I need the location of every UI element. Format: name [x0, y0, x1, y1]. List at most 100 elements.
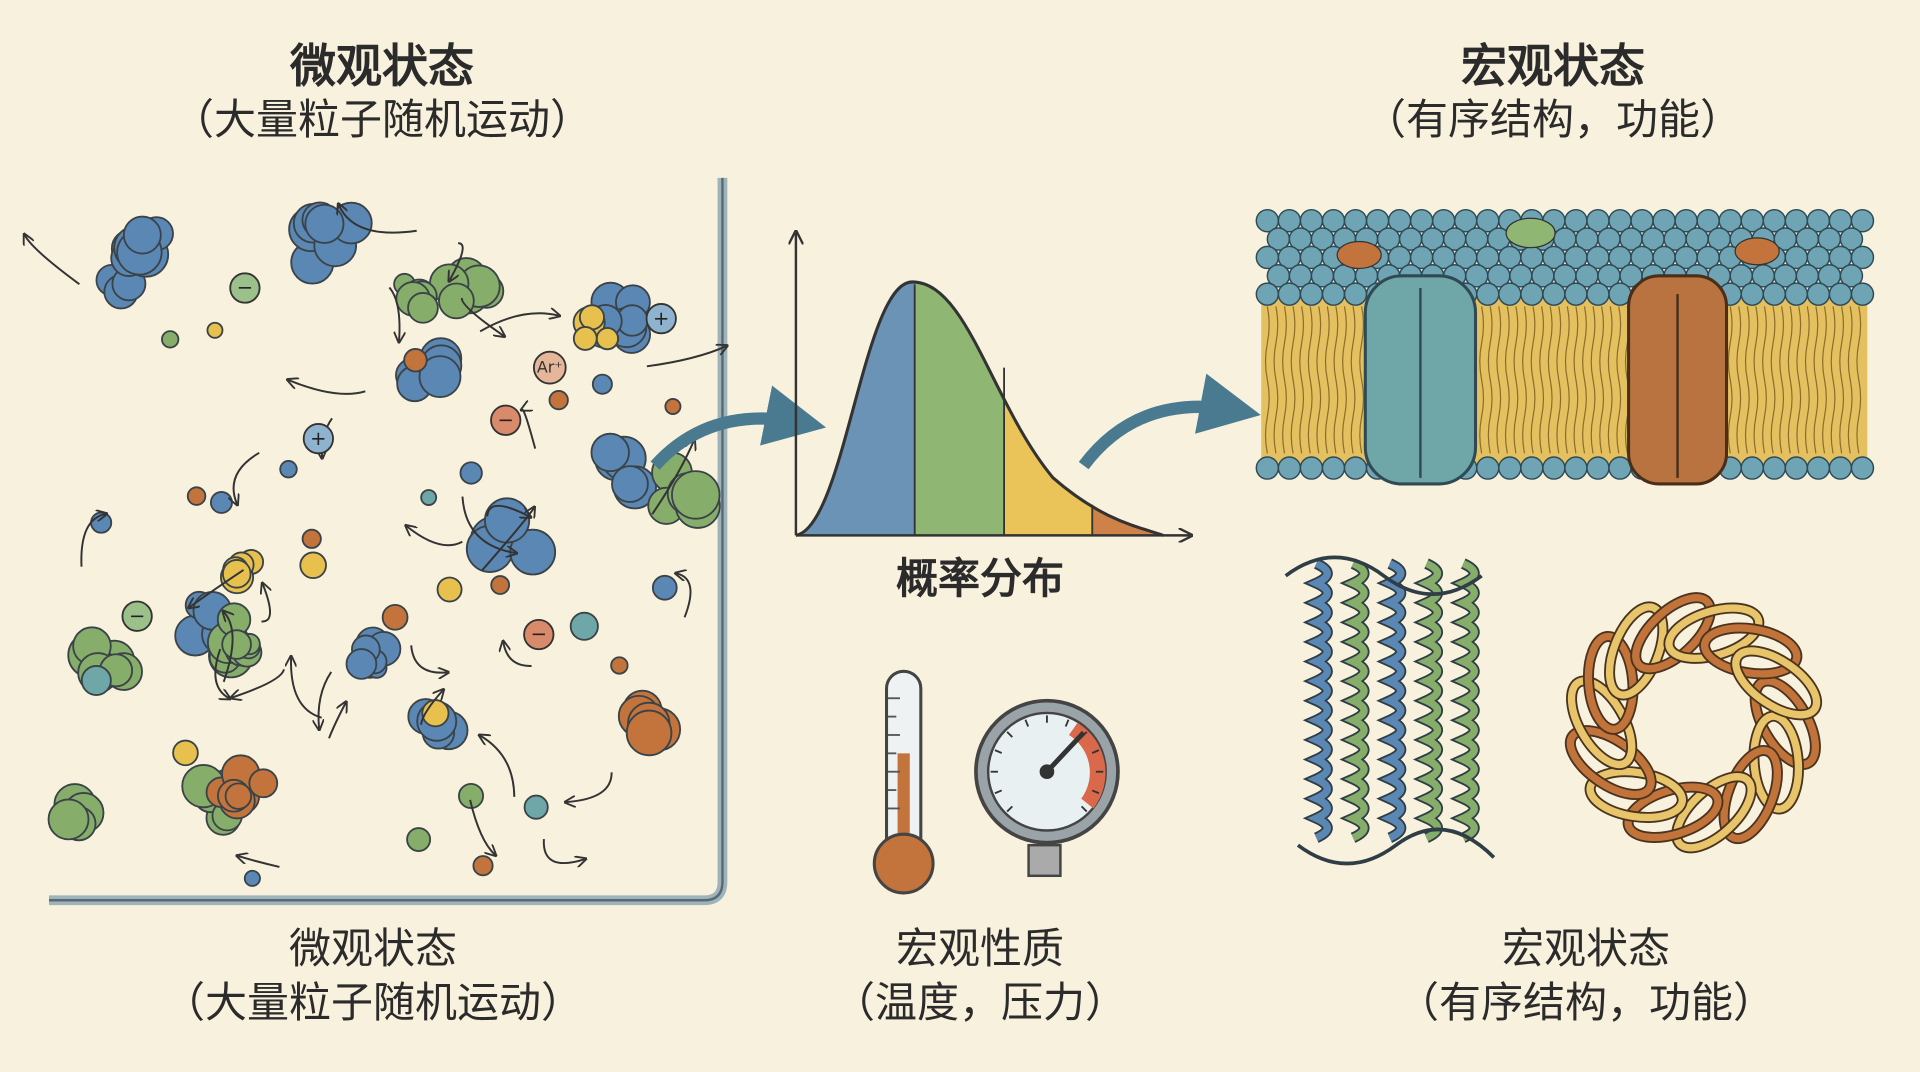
motion-arrow [542, 839, 585, 863]
protein-blob [221, 629, 263, 668]
protein-blob [429, 257, 505, 320]
particle [472, 855, 494, 877]
particle [248, 768, 279, 799]
particle [523, 794, 549, 820]
particle [243, 869, 261, 887]
motion-arrow [214, 648, 229, 698]
lipid-head [1828, 282, 1853, 306]
dist-segment-blue [795, 281, 915, 536]
ion-minus [523, 618, 555, 651]
lipid-head [1608, 456, 1632, 480]
ion-sign: + [653, 307, 669, 330]
particle [436, 576, 463, 603]
argon-ion [532, 350, 567, 385]
lipid-head [1277, 282, 1302, 306]
particle [664, 398, 682, 415]
lipid-head [1762, 456, 1787, 480]
bottom-left-subtitle: （大量粒子随机运动） [162, 978, 584, 1027]
distribution-label: 概率分布 [895, 554, 1065, 603]
lipid-membrane [1255, 208, 1875, 486]
lipid-head [1839, 227, 1864, 251]
particle [651, 574, 678, 601]
ion-plus [645, 303, 677, 335]
motion-arrow [328, 703, 346, 739]
particle [406, 827, 432, 852]
top-left-subtitle: （大量粒子随机运动） [171, 95, 593, 144]
motion-arrow [480, 736, 516, 797]
lipid-head [1564, 456, 1588, 480]
motion-arrow [449, 242, 464, 280]
protein-blob [345, 626, 402, 680]
random-particles: ++−−−− [25, 202, 727, 887]
lipid-head [1476, 282, 1500, 306]
motion-arrow [319, 671, 333, 729]
lipid-head [1321, 282, 1346, 306]
motion-arrow [479, 313, 559, 333]
lipid-head [1476, 456, 1500, 480]
lipid-head [1299, 456, 1324, 480]
bottom-right-subtitle: （有序结构，功能） [1396, 978, 1776, 1027]
ion-sign: − [498, 408, 514, 431]
top-right-subtitle: （有序结构，功能） [1363, 95, 1743, 144]
particle [569, 611, 599, 641]
arrow-to-distribution [650, 385, 827, 470]
pressure-gauge-icon [974, 698, 1120, 878]
bottom-right-title: 宏观状态 [1501, 924, 1671, 973]
ion-plus [302, 423, 334, 455]
particle [206, 321, 224, 339]
lipid-head [1255, 456, 1280, 480]
lipid-head [1277, 456, 1302, 480]
top-left-heading: 微观状态 （大量粒子随机运动） [172, 38, 592, 146]
lipid-head [1542, 282, 1566, 306]
lipid-head [1806, 282, 1831, 306]
particle [301, 528, 322, 549]
lipid-head [1321, 456, 1346, 480]
protein-blob [67, 626, 143, 694]
lipid-head [1850, 208, 1875, 233]
motion-arrow [388, 286, 399, 341]
protein-blob [219, 549, 265, 595]
lipid-head [1498, 282, 1522, 306]
motion-arrow [80, 514, 105, 567]
motion-arrow [25, 235, 80, 285]
lipid-head [1828, 456, 1853, 480]
lipid-head [1343, 456, 1368, 480]
lipid-head [1784, 282, 1809, 306]
arrow-to-membrane [1078, 373, 1261, 470]
protein-blob [110, 215, 174, 278]
bottom-left-title: 微观状态 [288, 924, 458, 973]
motion-arrow [461, 496, 515, 553]
lipid-head [1299, 282, 1324, 306]
motion-arrow [677, 573, 692, 618]
particle [161, 330, 180, 349]
motion-arrow [407, 526, 463, 547]
top-right-heading: 宏观状态 （有序结构，功能） [1364, 38, 1742, 146]
lipid-head [1498, 456, 1522, 480]
motion-arrow [420, 690, 443, 725]
motion-arrow [189, 569, 245, 607]
bottom-center-caption: 宏观性质 （温度，压力） [833, 922, 1127, 1030]
particle [299, 551, 327, 580]
lipid-head [1520, 456, 1544, 480]
lipid-head [1784, 456, 1809, 480]
motion-arrow [261, 584, 270, 623]
lipid-tails [1261, 294, 1868, 466]
protein-blob [393, 272, 439, 324]
motion-arrow [481, 508, 534, 572]
ring-protein [1564, 592, 1823, 854]
ion-minus [490, 404, 522, 436]
ion-sign: − [237, 276, 253, 299]
particle [381, 603, 409, 631]
lipid-head [1850, 282, 1875, 306]
particle [279, 460, 298, 479]
top-right-title: 宏观状态 [1460, 39, 1645, 93]
lipid-head [1740, 282, 1764, 306]
ion-minus [121, 600, 153, 632]
particle [548, 389, 569, 411]
lipid-head [1586, 456, 1610, 480]
motion-arrow [566, 772, 613, 802]
lipid-head [1850, 456, 1875, 480]
lipid-head [1255, 282, 1280, 306]
motion-arrow [232, 668, 285, 697]
